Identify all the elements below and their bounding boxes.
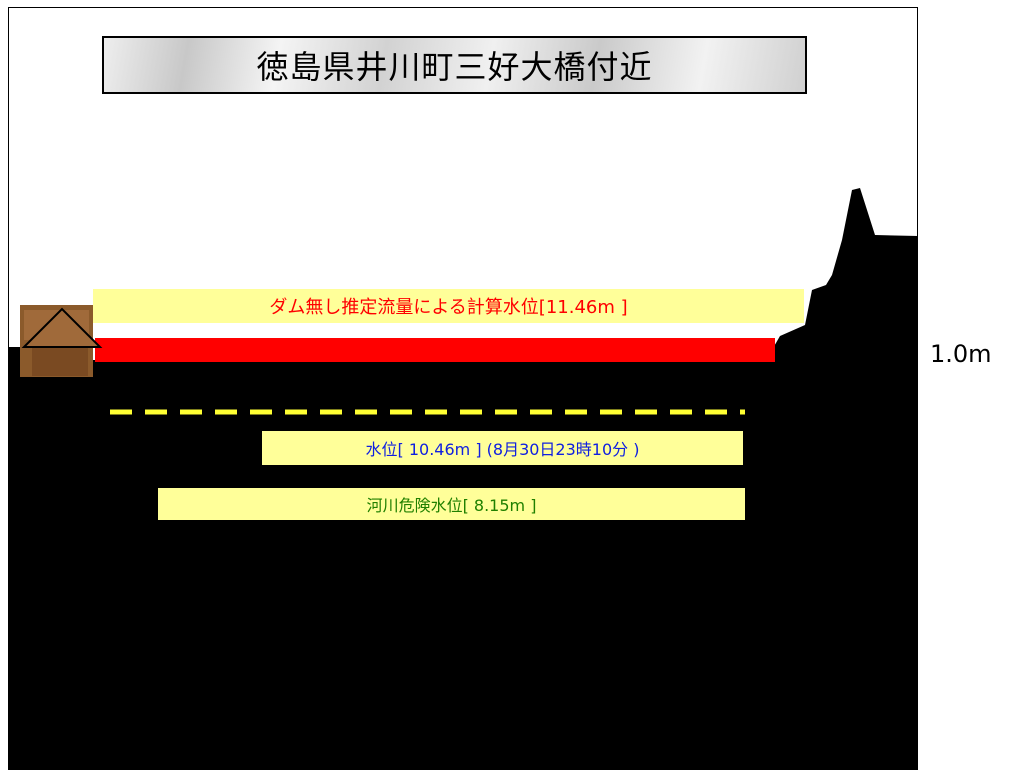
danger-level-label: 河川危険水位[ 8.15m ]: [158, 488, 745, 520]
right-bank: [765, 188, 918, 770]
current-level-label: 水位[ 10.46m ] (8月30日23時10分 ): [262, 431, 743, 465]
no-dam-level-label: ダム無し推定流量による計算水位[11.46m ]: [93, 289, 804, 323]
title-box: 徳島県井川町三好大橋付近: [102, 36, 807, 94]
right-bank-lower: [860, 330, 918, 375]
scale-label: 1.0m: [930, 340, 992, 368]
no-dam-level-line: [95, 338, 775, 362]
page-title: 徳島県井川町三好大橋付近: [256, 48, 653, 86]
house-icon: [20, 305, 103, 377]
